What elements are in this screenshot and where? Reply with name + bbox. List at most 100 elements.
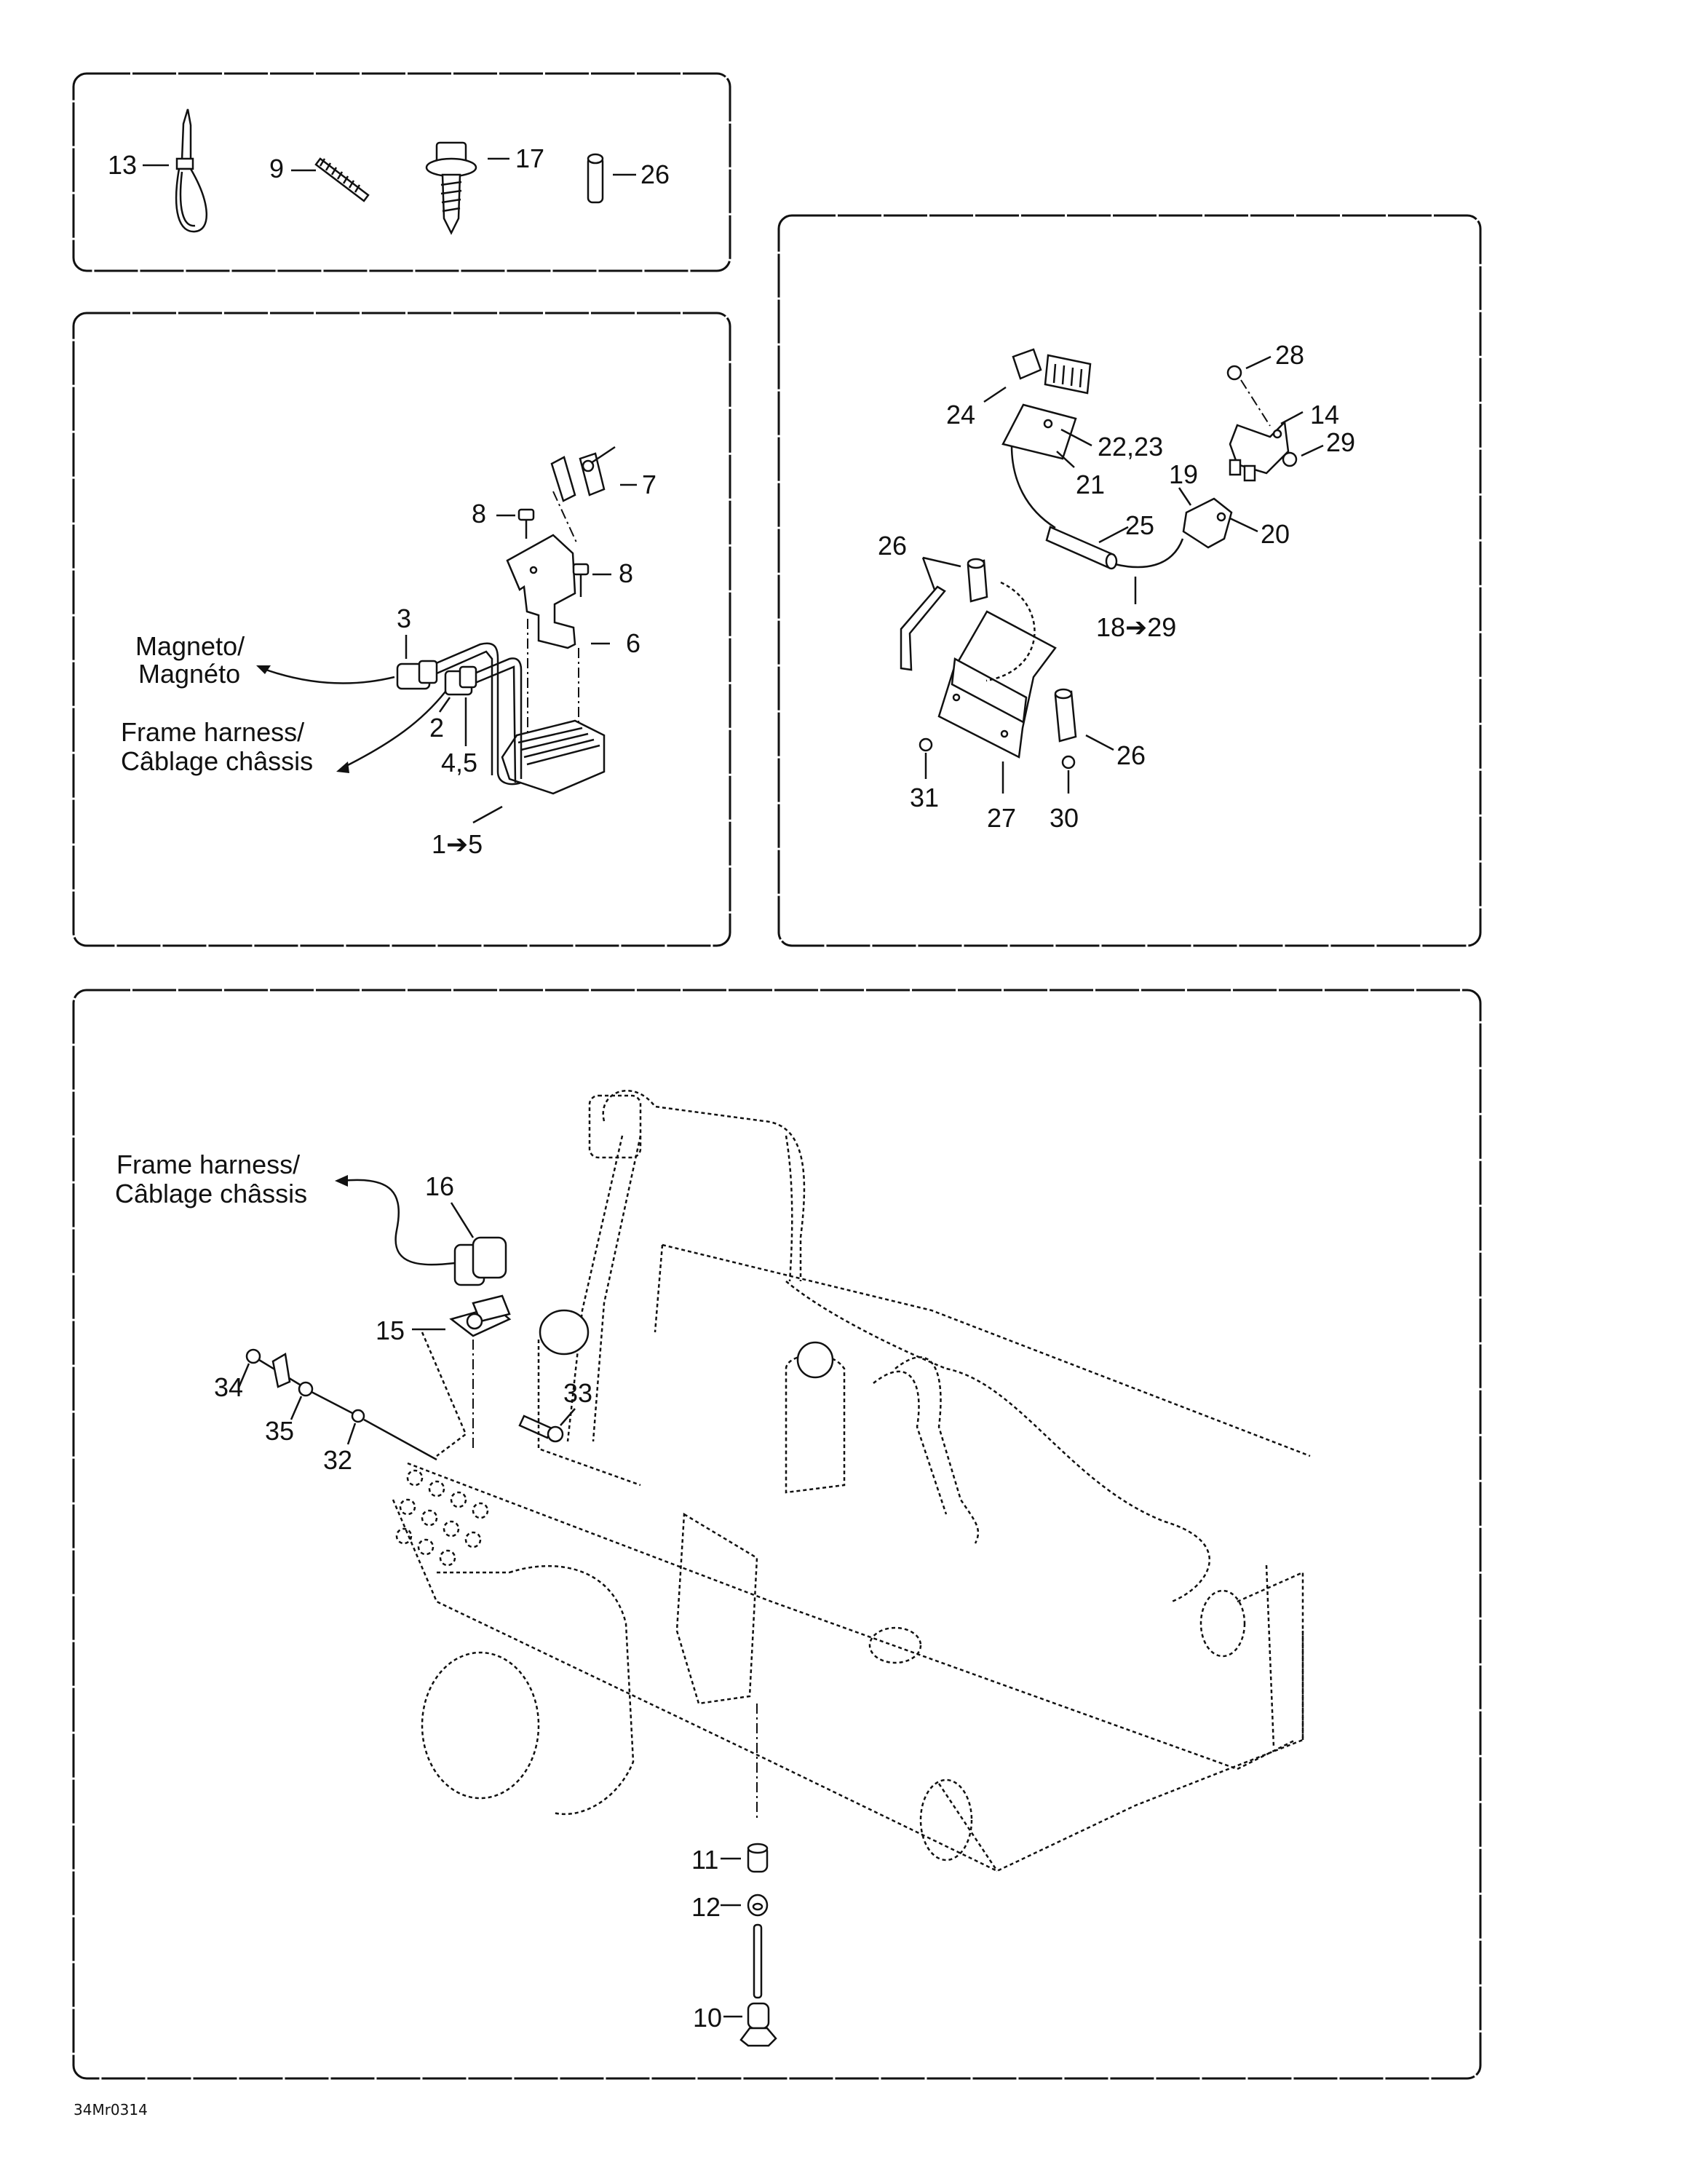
callout-26a: 26 — [878, 531, 907, 561]
mounting-plate-part-27 — [937, 610, 1057, 759]
note-magneto-fr: Magnéto — [138, 659, 240, 689]
panel-frame-border — [72, 989, 1482, 2080]
callout-1-5: 1➔5 — [432, 829, 483, 859]
screw-part-30 — [1061, 755, 1076, 769]
nut-part-34 — [245, 1348, 261, 1364]
callout-2: 2 — [429, 713, 444, 743]
connector-part-16 — [453, 1236, 507, 1286]
callout-31: 31 — [910, 783, 939, 812]
callout-18-29: 18➔29 — [1096, 612, 1176, 642]
connector-part-3 — [396, 660, 438, 690]
callout-9: 9 — [269, 154, 284, 183]
callout-22-23: 22,23 — [1098, 432, 1163, 462]
sleeve-part-25 — [1045, 526, 1118, 570]
alignment-line — [552, 491, 577, 543]
callout-15: 15 — [376, 1315, 405, 1345]
panel-voltage-regulator: 7 8 8 6 — [72, 312, 731, 947]
grommet-part-11 — [747, 1843, 769, 1873]
bracket-part-6 — [506, 534, 576, 649]
leader-19 — [1178, 487, 1192, 506]
relay-part-14 — [1229, 420, 1290, 482]
callout-24: 24 — [946, 400, 975, 430]
callout-34: 34 — [214, 1372, 243, 1402]
clip-part-7 — [550, 446, 616, 502]
screw-part-28 — [1226, 365, 1271, 427]
callout-25: 25 — [1125, 510, 1154, 540]
callout-28: 28 — [1275, 340, 1304, 370]
panel-regulator-border — [72, 312, 731, 947]
screw-part-17 — [425, 141, 477, 235]
callout-7: 7 — [642, 470, 656, 499]
callout-26: 26 — [640, 159, 670, 189]
leader-16 — [450, 1202, 475, 1238]
arrow-to-magneto — [261, 667, 395, 684]
leader-26a — [921, 556, 961, 590]
panel-fuse-relay-border — [777, 214, 1482, 947]
vehicle-frame-illustration — [392, 1089, 1311, 1872]
callout-29: 29 — [1326, 427, 1355, 457]
arrowhead-icon — [335, 1175, 348, 1187]
figure-code: 34Mr0314 — [74, 2101, 148, 2118]
callout-19: 19 — [1169, 459, 1198, 489]
callout-35: 35 — [265, 1416, 294, 1446]
callout-8-top: 8 — [472, 499, 486, 529]
callout-6: 6 — [626, 628, 640, 658]
panel-hardware-border — [72, 72, 731, 272]
bolt-part-8-right — [572, 563, 590, 597]
relay-part-20 — [1182, 497, 1233, 549]
washer-part-12 — [747, 1894, 769, 1917]
panel-frame-assembly: Frame harness/ Câblage châssis 16 15 34 … — [72, 989, 1482, 2080]
note-frame-harness-en: Frame harness/ — [116, 1150, 300, 1179]
callout-27: 27 — [987, 803, 1016, 833]
leader-32 — [346, 1423, 357, 1445]
nut-part-32 — [351, 1409, 365, 1423]
arrowhead-icon — [336, 761, 349, 773]
callout-3: 3 — [397, 604, 411, 633]
leader-28 — [1245, 355, 1272, 370]
arrowhead-icon — [256, 665, 271, 674]
callout-21: 21 — [1076, 470, 1105, 499]
bolt-part-33 — [518, 1415, 564, 1443]
leader-1-5 — [472, 805, 503, 824]
callout-30: 30 — [1050, 803, 1079, 833]
sleeve-part-26a — [967, 558, 988, 603]
panel-fuse-relay-harness: 24 22,23 21 28 14 29 — [777, 214, 1482, 947]
threaded-stud-part-9 — [314, 157, 370, 202]
voltage-regulator-part — [501, 719, 606, 795]
callout-33: 33 — [563, 1378, 592, 1408]
cable-tie-part-13 — [175, 108, 208, 233]
nut-part-31 — [919, 737, 933, 752]
callout-12: 12 — [691, 1892, 721, 1922]
leader-35 — [290, 1396, 303, 1420]
leader-26b — [1085, 734, 1114, 751]
callout-17: 17 — [515, 143, 544, 173]
note-frame-harness-fr: Câblage châssis — [115, 1179, 307, 1208]
sleeve-part-26 — [587, 153, 604, 204]
harness-wire-2 — [1114, 538, 1184, 569]
callout-4-5: 4,5 — [441, 748, 477, 778]
panel-hardware: 13 9 17 26 — [72, 72, 731, 272]
wire-harness — [429, 642, 523, 786]
leader-33 — [560, 1408, 576, 1426]
clip-part-15 — [449, 1294, 512, 1337]
note-magneto-en: Magneto/ — [135, 631, 245, 661]
callout-10: 10 — [693, 2003, 722, 2033]
callout-8-right: 8 — [619, 558, 633, 588]
foam-strip-part-26 — [900, 585, 946, 671]
fuse-part-24 — [1012, 348, 1092, 395]
bracket-tab — [271, 1352, 291, 1388]
harness-wire — [1010, 445, 1056, 529]
callout-32: 32 — [323, 1445, 352, 1475]
sleeve-part-26b — [1054, 688, 1077, 743]
callout-14: 14 — [1310, 400, 1339, 430]
fuse-holder-part-21 — [1001, 403, 1077, 460]
rod-part-10 — [739, 1923, 777, 2047]
note-frame-harness-en: Frame harness/ — [121, 717, 304, 747]
callout-16: 16 — [425, 1171, 454, 1201]
leader-25 — [1098, 526, 1129, 544]
leader-24 — [983, 386, 1007, 403]
routing-arc — [985, 581, 1036, 682]
callout-13: 13 — [108, 150, 137, 180]
leader-20 — [1229, 517, 1258, 533]
